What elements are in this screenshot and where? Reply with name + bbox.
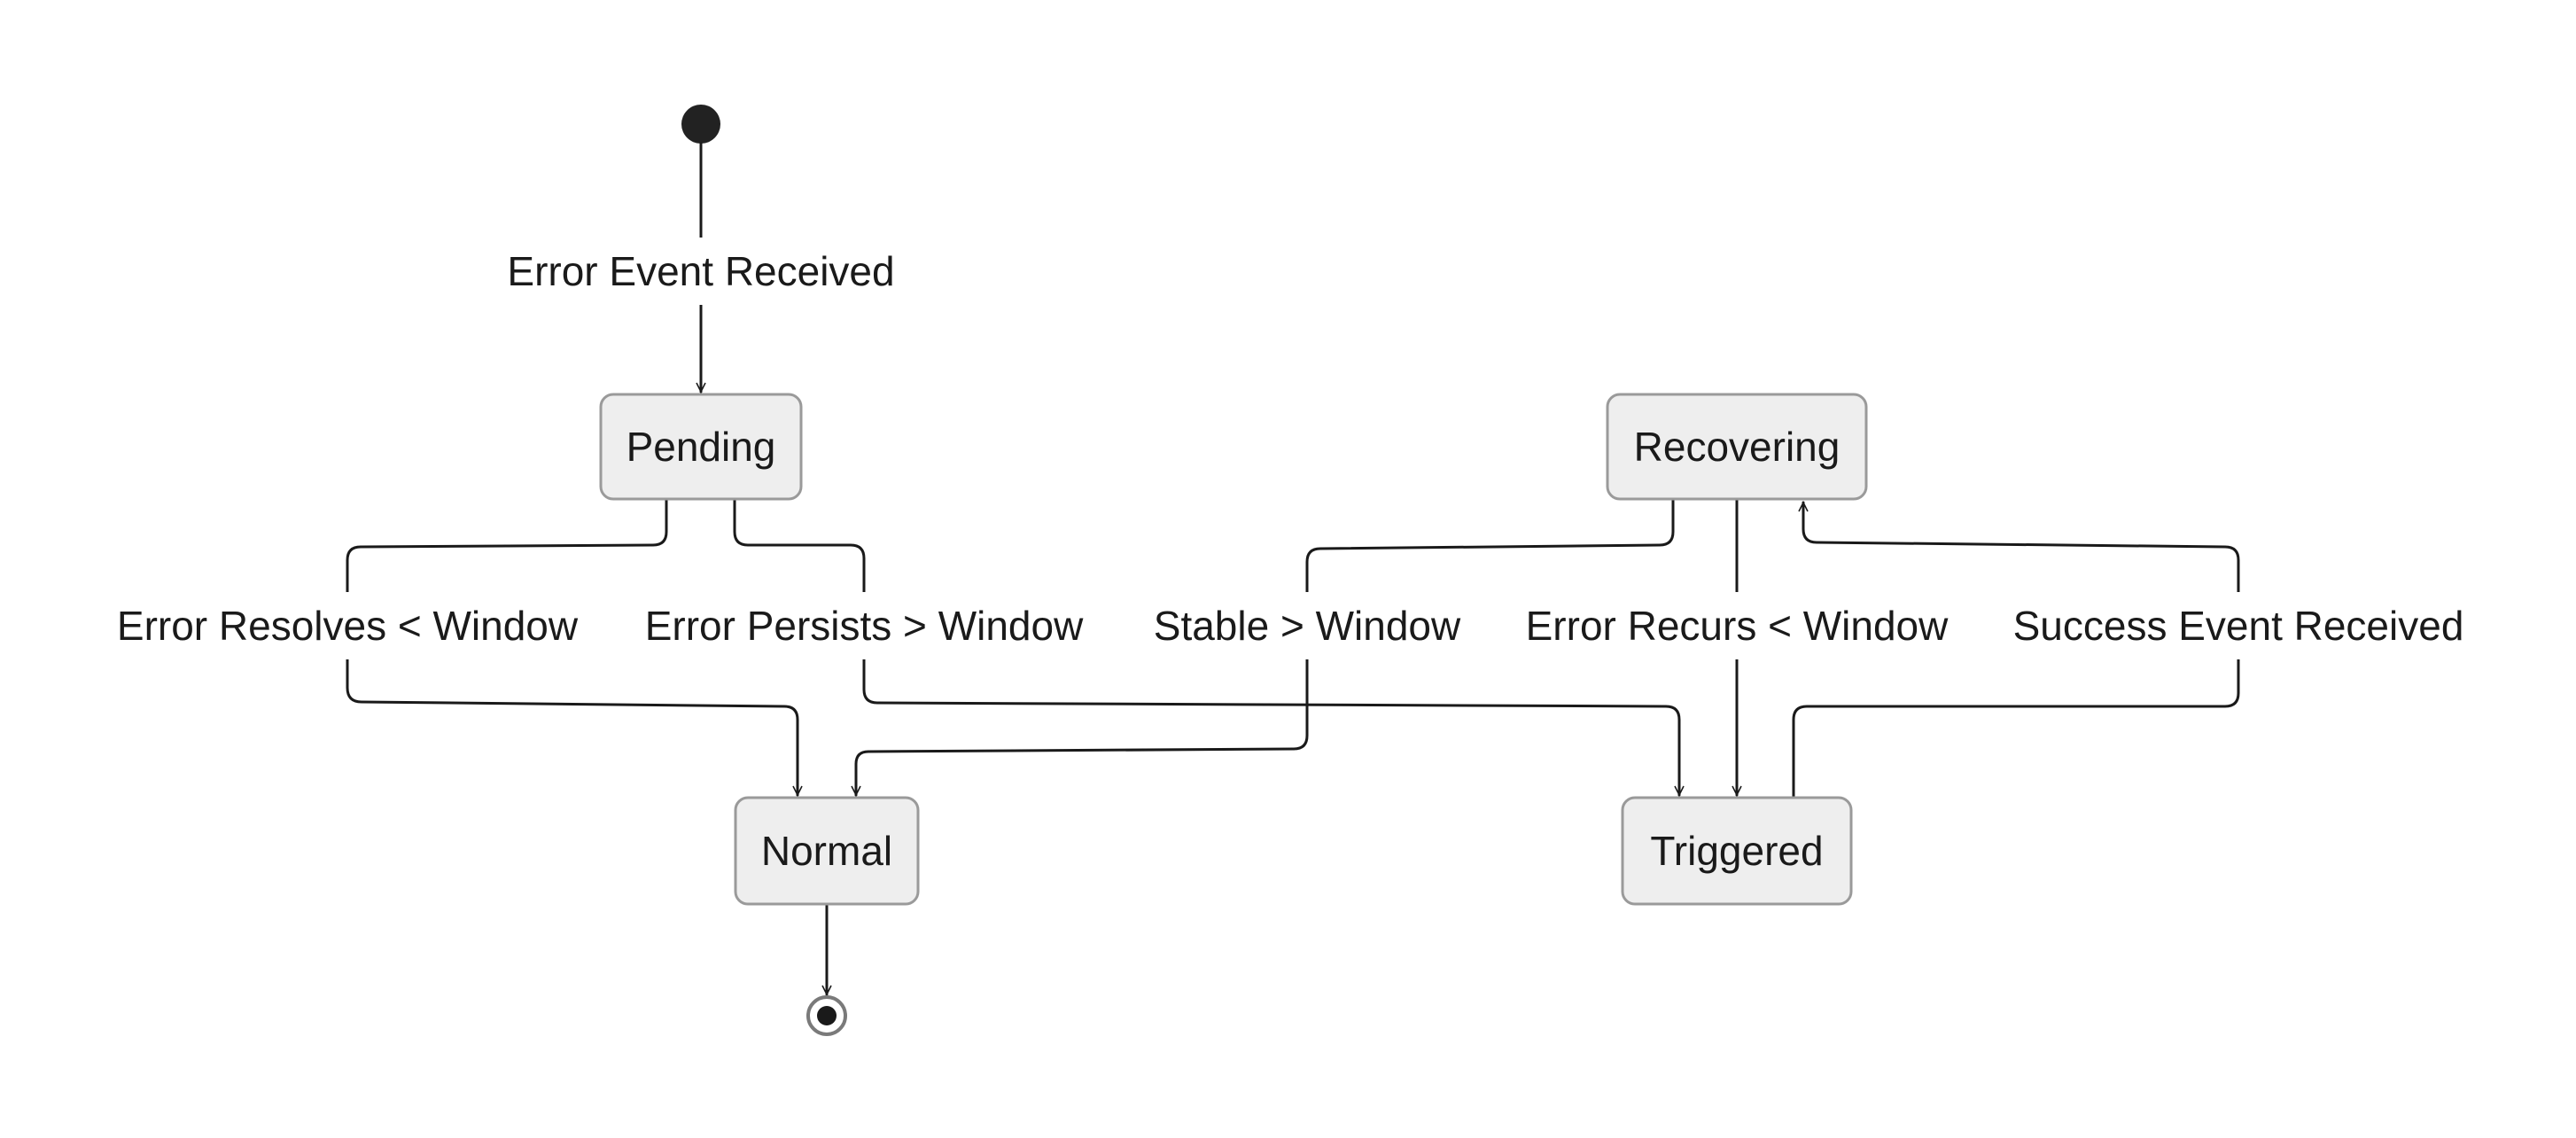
edge-labels: Error Event Received Error Resolves < Wi… — [99, 238, 2483, 659]
state-triggered-label: Triggered — [1650, 828, 1823, 874]
label-error-event-received: Error Event Received — [507, 248, 894, 294]
state-triggered[interactable]: Triggered — [1621, 796, 1853, 906]
state-normal[interactable]: Normal — [734, 796, 920, 906]
initial-state — [681, 105, 720, 144]
state-recovering[interactable]: Recovering — [1606, 393, 1868, 501]
label-stable-window: Stable > Window — [1154, 603, 1461, 649]
state-pending-label: Pending — [626, 424, 776, 470]
state-pending[interactable]: Pending — [599, 393, 803, 501]
final-state — [806, 995, 847, 1036]
label-error-persists: Error Persists > Window — [645, 603, 1084, 649]
label-error-resolves: Error Resolves < Window — [117, 603, 579, 649]
state-recovering-label: Recovering — [1634, 424, 1841, 470]
state-normal-label: Normal — [761, 828, 892, 874]
label-error-recurs: Error Recurs < Window — [1526, 603, 1950, 649]
label-success-event-received: Success Event Received — [2013, 603, 2464, 649]
